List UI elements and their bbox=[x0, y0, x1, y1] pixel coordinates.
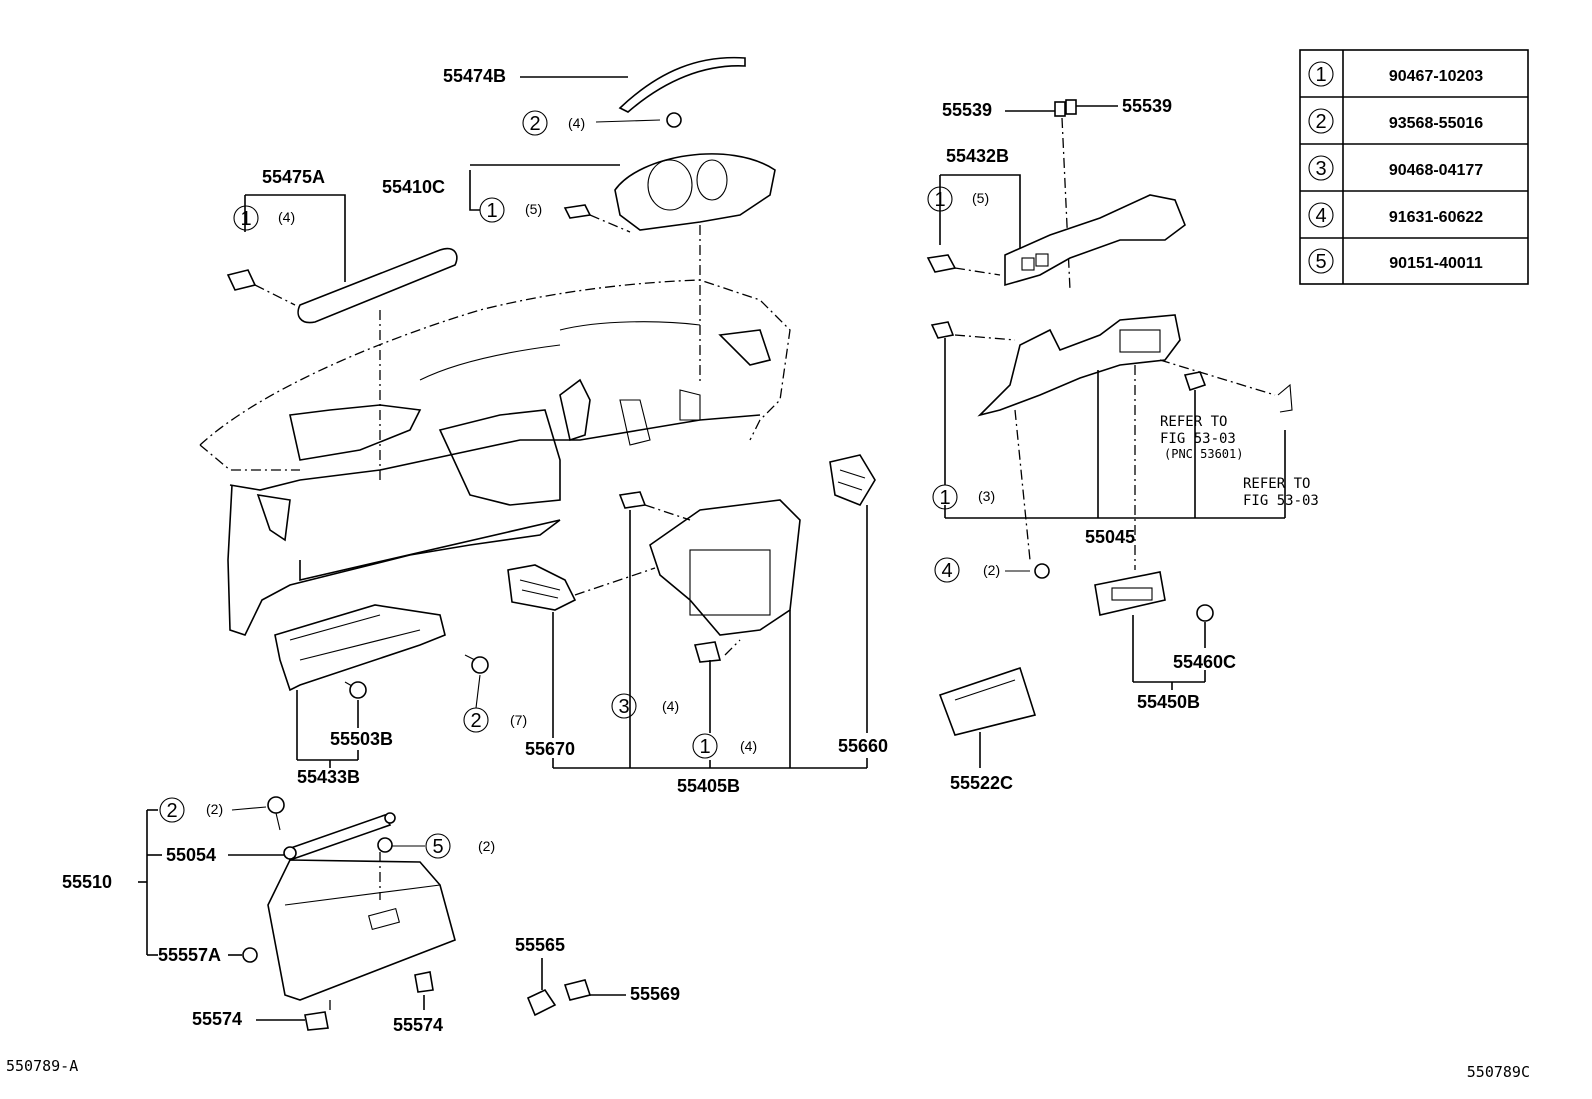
callout: 1 (5) bbox=[927, 186, 989, 212]
part-55475A: 55475A 1 (4) bbox=[226, 167, 458, 480]
part-label: 55574 bbox=[192, 1009, 242, 1029]
legend-row: 1 90467-10203 bbox=[1308, 61, 1483, 87]
callout-ref: 5 bbox=[432, 836, 443, 858]
refer-note-line: FIG 53-03 bbox=[1243, 493, 1319, 509]
refer-note-line: (PNC 53601) bbox=[1164, 447, 1243, 461]
part-label: 55565 bbox=[515, 935, 565, 955]
callout-qty: (4) bbox=[568, 115, 585, 131]
part-55432B: 55432B 1 (5) bbox=[926, 146, 1186, 287]
footer-right-code: 550789C bbox=[1467, 1063, 1530, 1081]
callout: 2 (7) bbox=[463, 707, 527, 733]
legend-row: 5 90151-40011 bbox=[1308, 248, 1483, 274]
callout-ref: 2 bbox=[166, 800, 177, 822]
callout-qty: (5) bbox=[972, 190, 989, 206]
callout-ref: 4 bbox=[941, 560, 952, 582]
instrument-panel-drawing bbox=[199, 279, 791, 636]
part-label: 55450B bbox=[1137, 692, 1200, 712]
part-55510: 55510 2 (2) 55054 55557A 5 (2) 55574 555… bbox=[62, 796, 495, 1035]
callout: 1 (5) bbox=[479, 197, 542, 223]
callout-ref: 1 bbox=[934, 189, 945, 211]
part-label: 55522C bbox=[950, 773, 1013, 793]
part-label: 55660 bbox=[838, 736, 888, 756]
refer-note-line: REFER TO bbox=[1160, 414, 1227, 430]
part-label: 55574 bbox=[393, 1015, 443, 1035]
legend-row: 4 91631-60622 bbox=[1308, 202, 1483, 228]
callout-qty: (4) bbox=[740, 738, 757, 754]
legend-part-number: 90468-04177 bbox=[1389, 162, 1483, 179]
part-55474B: 55474B 2 (4) bbox=[443, 56, 746, 136]
part-55410C: 55410C 1 (5) bbox=[382, 153, 776, 385]
callout: 2 (2) bbox=[159, 797, 223, 823]
callout-qty: (3) bbox=[978, 488, 995, 504]
callout: 1 (3) bbox=[932, 484, 995, 510]
part-55405B: 55670 55660 55405B 3 (4) 1 (4) bbox=[507, 454, 888, 796]
legend-ref: 4 bbox=[1315, 205, 1326, 227]
callout-qty: (2) bbox=[478, 838, 495, 854]
part-label: 55503B bbox=[330, 729, 393, 749]
part-label: 55460C bbox=[1173, 652, 1236, 672]
legend-row: 3 90468-04177 bbox=[1308, 155, 1483, 181]
callout-ref: 2 bbox=[529, 113, 540, 135]
legend-ref: 5 bbox=[1315, 251, 1326, 273]
callout: 2 (4) bbox=[522, 110, 585, 136]
legend-ref: 2 bbox=[1315, 111, 1326, 133]
part-55522C: 55522C bbox=[938, 666, 1037, 793]
callout: 5 (2) bbox=[425, 833, 495, 859]
part-label: 55433B bbox=[297, 767, 360, 787]
part-label: 55539 bbox=[1122, 96, 1172, 116]
callout-ref: 3 bbox=[618, 696, 629, 718]
footer-left-code: 550789-A bbox=[6, 1057, 78, 1075]
part-label: 55510 bbox=[62, 872, 112, 892]
callout-ref: 1 bbox=[240, 208, 251, 230]
part-label: 55474B bbox=[443, 66, 506, 86]
callout-ref: 1 bbox=[699, 736, 710, 758]
part-label: 55045 bbox=[1085, 527, 1135, 547]
part-label: 55054 bbox=[166, 845, 216, 865]
callout-qty: (2) bbox=[983, 562, 1000, 578]
callout: 3 (4) bbox=[611, 693, 679, 719]
callout-ref: 2 bbox=[470, 710, 481, 732]
callout-ref: 1 bbox=[939, 487, 950, 509]
callout-qty: (4) bbox=[662, 698, 679, 714]
legend-part-number: 93568-55016 bbox=[1389, 115, 1483, 132]
legend-ref: 3 bbox=[1315, 158, 1326, 180]
callout-ref: 1 bbox=[486, 200, 497, 222]
part-label: 55405B bbox=[677, 776, 740, 796]
part-label: 55557A bbox=[158, 945, 221, 965]
callout-qty: (7) bbox=[510, 712, 527, 728]
legend-table: 1 90467-10203 2 93568-55016 3 90468-0417… bbox=[1299, 49, 1529, 285]
callout-qty: (2) bbox=[206, 801, 223, 817]
part-55433B: 2 (7) 55503B 55433B bbox=[274, 604, 527, 787]
part-label: 55475A bbox=[262, 167, 325, 187]
bolt-4: 4 (2) bbox=[934, 557, 1050, 583]
legend-part-number: 90151-40011 bbox=[1389, 255, 1483, 272]
part-55539: 55539 55539 bbox=[942, 96, 1172, 291]
part-label: 55539 bbox=[942, 100, 992, 120]
legend-part-number: 91631-60622 bbox=[1389, 209, 1483, 226]
callout: 1 (4) bbox=[692, 733, 757, 759]
callout: 4 (2) bbox=[934, 557, 1000, 583]
legend-part-number: 90467-10203 bbox=[1389, 68, 1483, 85]
callout-qty: (5) bbox=[525, 201, 542, 217]
part-55045: 1 (3) 55045 REFER TO FIG 53-03 (PNC 5360… bbox=[930, 314, 1319, 570]
legend-ref: 1 bbox=[1315, 64, 1326, 86]
callout-qty: (4) bbox=[278, 209, 295, 225]
part-55565-55569: 55565 55569 bbox=[515, 935, 680, 1017]
refer-note-line: REFER TO bbox=[1243, 476, 1310, 492]
part-label: 55410C bbox=[382, 177, 445, 197]
part-label: 55670 bbox=[525, 739, 575, 759]
part-55450B: 55460C 55450B bbox=[1094, 571, 1236, 712]
legend-row: 2 93568-55016 bbox=[1308, 108, 1483, 134]
part-label: 55569 bbox=[630, 984, 680, 1004]
part-label: 55432B bbox=[946, 146, 1009, 166]
refer-note-line: FIG 53-03 bbox=[1160, 431, 1236, 447]
callout: 1 (4) bbox=[233, 205, 295, 231]
